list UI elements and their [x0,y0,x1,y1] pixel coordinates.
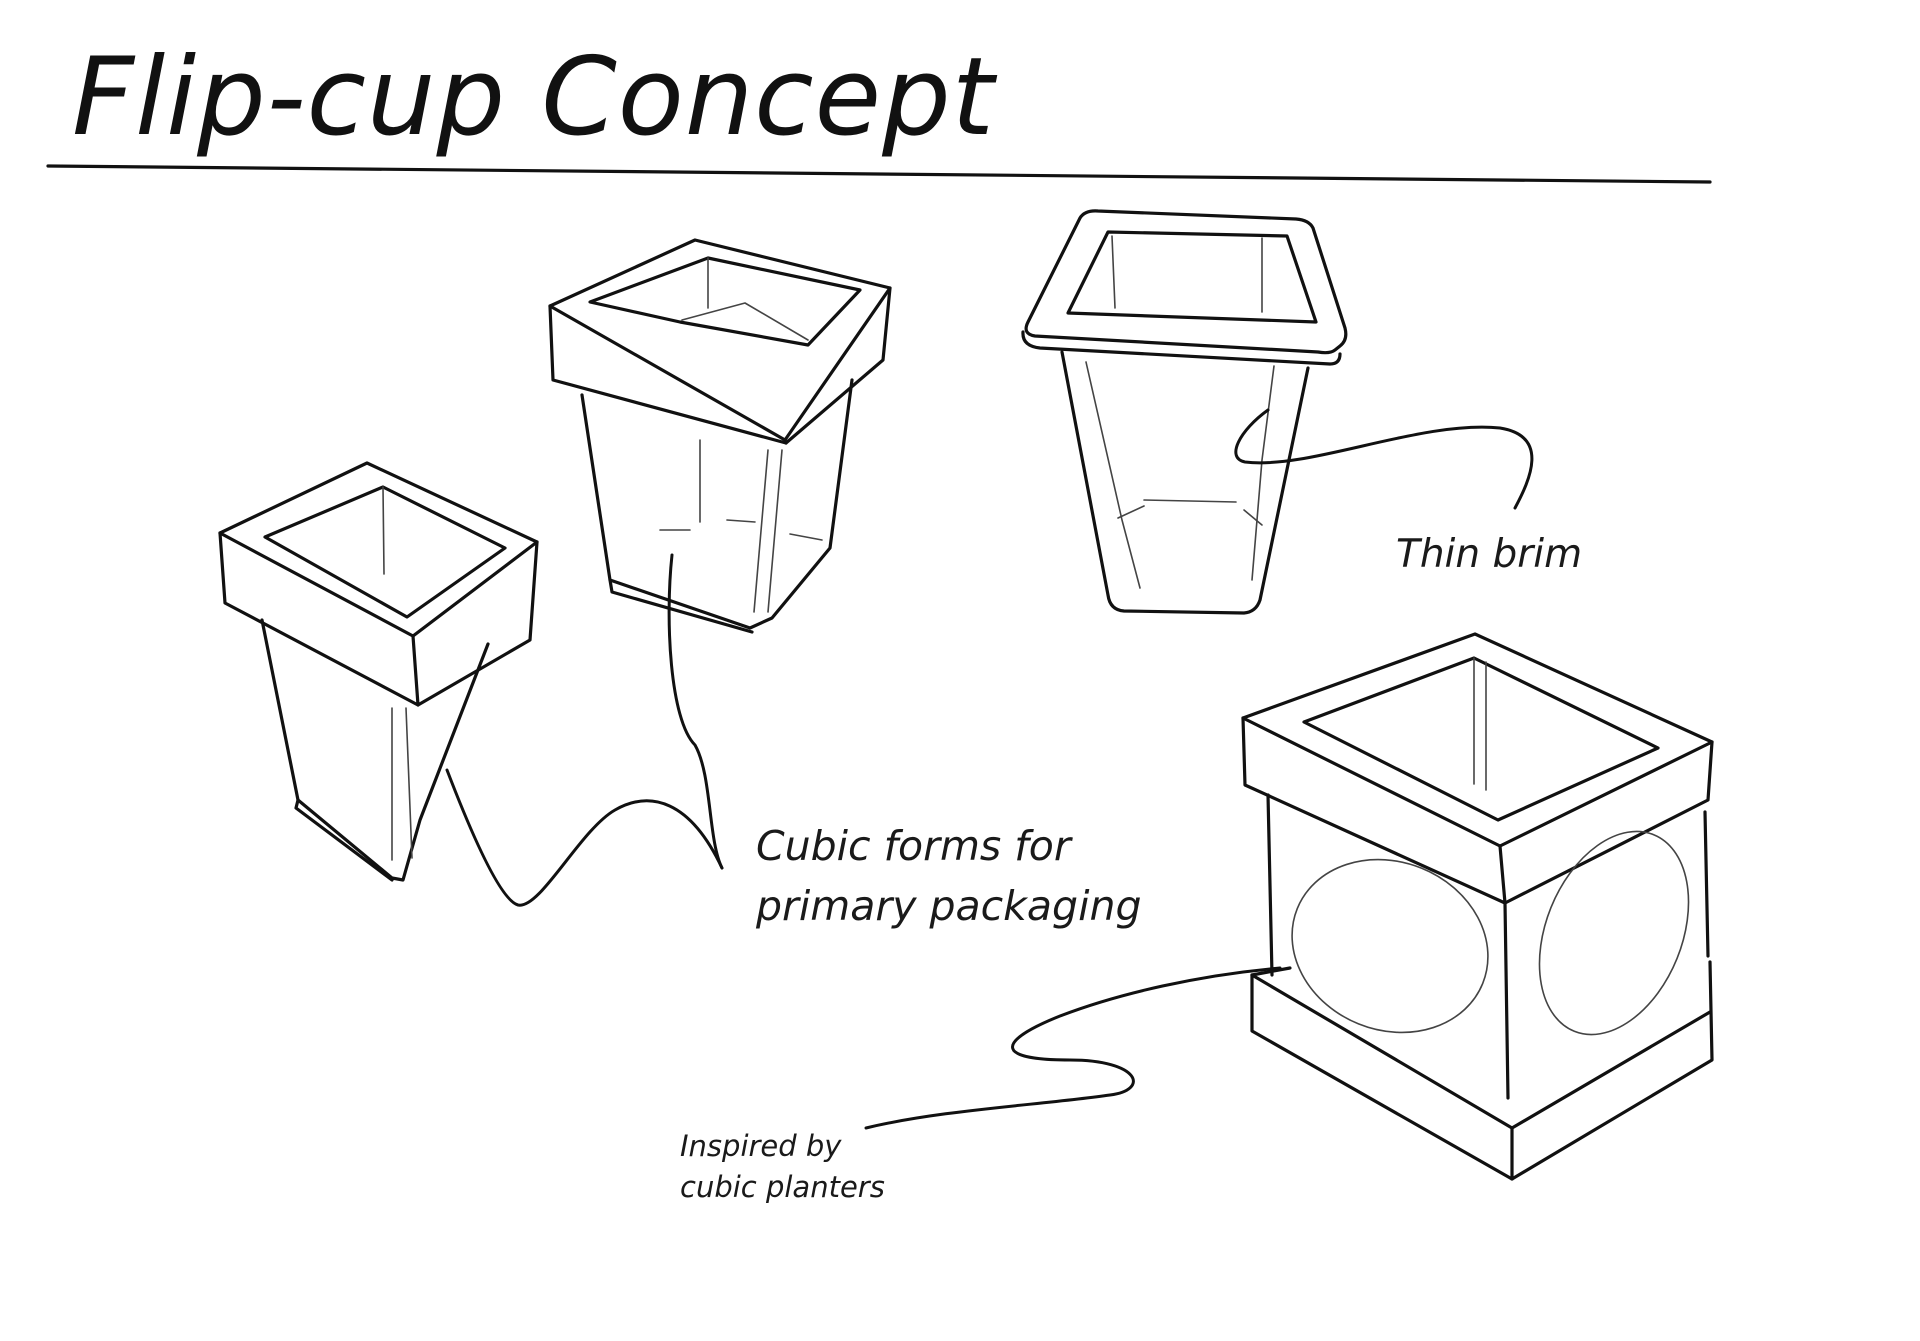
title-underline [46,164,1712,184]
cubic-planter-sketch [1241,632,1714,1181]
cup-middle-sketch [548,238,892,634]
annotation-thin-brim: Thin brim [1396,532,1583,577]
annotation-cubic-forms-line-1: Cubic forms for [756,822,1071,870]
annotation-inspired-line-1: Inspired by [680,1129,842,1163]
annotation-inspired: Inspired by cubic planters [680,1126,885,1208]
leader-line-cubic-forms [445,768,724,907]
leader-line-thin-brim [1234,408,1534,510]
cup-left-sketch [218,461,539,882]
cup-thin-brim-sketch [1021,209,1348,615]
leader-line-inspired [864,966,1282,1130]
annotation-cubic-forms-line-2: primary packaging [756,882,1142,930]
annotation-cubic-forms: Cubic forms for primary packaging [756,816,1141,936]
page-title: Flip-cup Concept [72,35,996,160]
annotation-inspired-line-2: cubic planters [680,1170,885,1204]
leader-line-cubic-forms-2 [667,553,724,870]
